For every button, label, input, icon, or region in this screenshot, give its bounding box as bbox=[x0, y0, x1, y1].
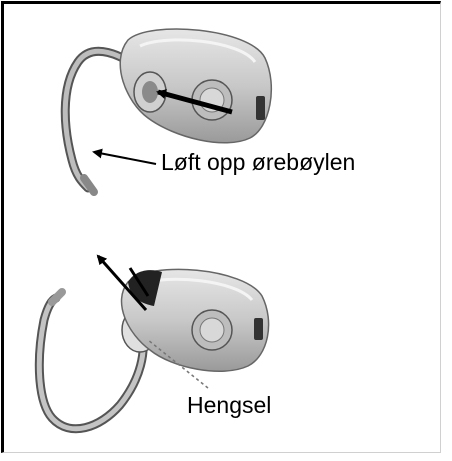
lift-earhook-label: Løft opp ørebøylen bbox=[161, 149, 355, 176]
hinge-label: Hengsel bbox=[187, 392, 271, 419]
arrow-icon bbox=[94, 152, 156, 164]
